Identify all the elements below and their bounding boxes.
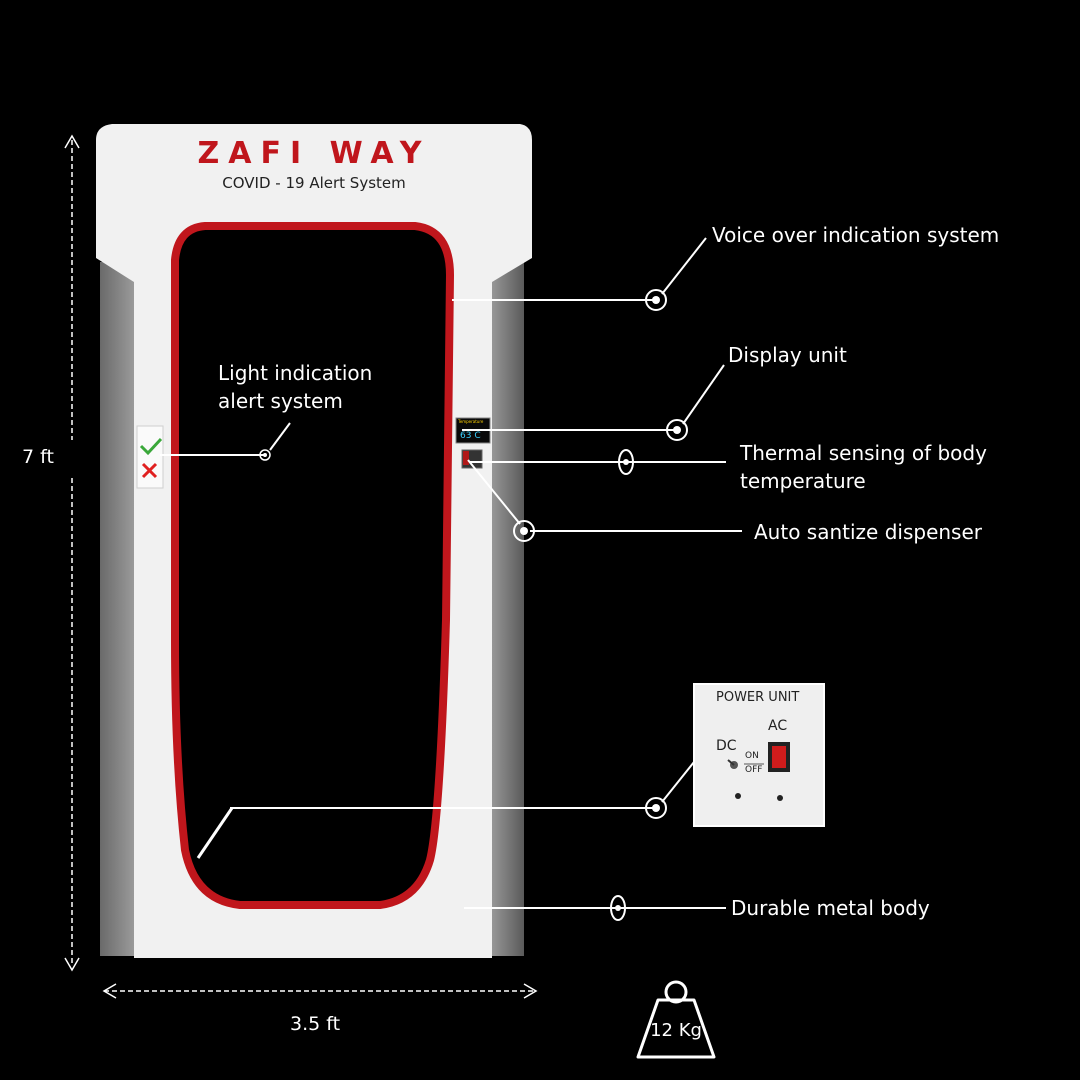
check-icon — [139, 437, 163, 456]
light-indicator-panel — [136, 425, 164, 489]
pointer-line-sanitizer-diag — [467, 459, 521, 525]
marker-sanitizer-dot — [520, 527, 528, 535]
width-dimension-label: 3.5 ft — [290, 1013, 341, 1035]
marker-sanitizer — [513, 520, 535, 542]
callout-markers — [259, 289, 688, 921]
marker-voice-dot — [652, 296, 660, 304]
cross-icon — [141, 462, 158, 479]
product-subtitle: COVID - 19 Alert System — [222, 174, 406, 192]
height-arrow-down-icon — [64, 957, 80, 972]
thermal-sensor-red — [463, 451, 469, 465]
marker-light — [259, 449, 271, 461]
dc-toggle-lever — [727, 759, 735, 766]
marker-display-dot — [673, 426, 681, 434]
pointer-line-power-to-photo — [661, 761, 695, 803]
power-screw-left — [735, 793, 741, 799]
power-unit-on-label: ON — [745, 751, 759, 761]
frame-right-side — [490, 262, 524, 956]
height-arrow-up-icon — [64, 134, 80, 149]
marker-display — [666, 419, 688, 441]
pointer-line-power-diag — [196, 807, 234, 859]
marker-body-dot — [615, 905, 621, 911]
marker-thermal — [618, 449, 634, 475]
callout-display-label: Display unit — [728, 343, 847, 367]
brand-logo: ZAFI WAY — [197, 136, 431, 171]
power-unit-dc-label: DC — [716, 738, 737, 754]
power-unit-off-label: OFF — [745, 765, 763, 775]
marker-voice — [645, 289, 667, 311]
marker-power-dot — [652, 804, 660, 812]
width-arrow-right-icon — [523, 983, 538, 999]
display-temperature-value: 63 C — [460, 431, 481, 441]
pointer-line-display-diag — [682, 364, 725, 425]
power-unit-ac-label: AC — [768, 718, 788, 734]
marker-power — [645, 797, 667, 819]
power-unit-title: POWER UNIT — [716, 690, 800, 705]
callout-thermal-label: Thermal sensing of body temperature — [740, 441, 987, 493]
callout-sanitizer-label: Auto santize dispenser — [754, 520, 982, 544]
power-screw-right — [777, 795, 783, 801]
weight-ring — [664, 980, 688, 1004]
pointer-line-light-diag — [269, 422, 291, 451]
callout-body-label: Durable metal body — [731, 896, 930, 920]
weight-label: 12 Kg — [650, 1020, 702, 1041]
height-dimension-label: 7 ft — [22, 446, 54, 468]
doorway-opening — [171, 222, 455, 909]
width-arrow-left-icon — [102, 983, 117, 999]
marker-thermal-dot — [623, 459, 629, 465]
marker-light-dot — [263, 453, 267, 457]
ac-switch-rocker — [772, 746, 786, 768]
marker-body — [610, 895, 626, 921]
pointer-line-voice-diag — [661, 237, 707, 295]
frame-left-side — [100, 262, 134, 956]
power-unit-photo — [693, 683, 825, 827]
callout-light-label: Light indication alert system — [218, 361, 373, 413]
weight-icon — [636, 998, 716, 1059]
callout-voice-label: Voice over indication system — [712, 223, 1000, 247]
display-caption: Temperature — [458, 419, 484, 424]
